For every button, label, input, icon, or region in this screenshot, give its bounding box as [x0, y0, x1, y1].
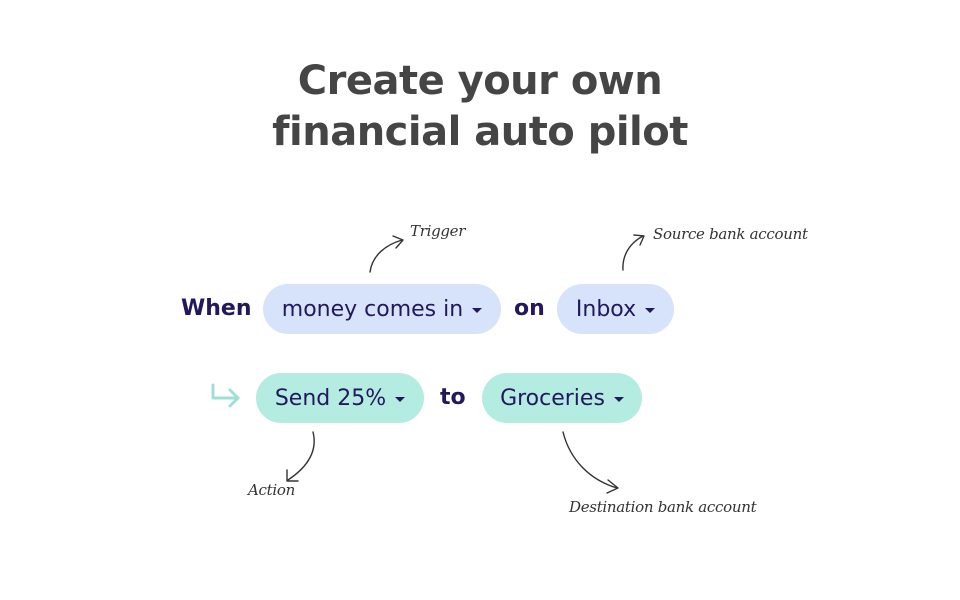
- headline-line-1: Create your own: [297, 58, 663, 104]
- action-dropdown[interactable]: Send 25%: [256, 373, 424, 423]
- chevron-down-icon: [645, 307, 656, 313]
- to-label: to: [440, 385, 466, 410]
- page-title: Create your own financial auto pilot: [0, 56, 960, 158]
- source-annotation: Source bank account: [653, 225, 808, 243]
- source-account-dropdown[interactable]: Inbox: [557, 284, 674, 334]
- chevron-down-icon: [613, 396, 624, 402]
- return-arrow-icon: [211, 383, 240, 408]
- chevron-down-icon: [472, 307, 483, 313]
- trigger-dropdown[interactable]: money comes in: [263, 284, 501, 334]
- destination-account-value: Groceries: [500, 385, 605, 411]
- action-annotation: Action: [248, 481, 295, 499]
- trigger-arrow-icon: [369, 235, 404, 273]
- chevron-down-icon: [395, 396, 406, 402]
- destination-annotation: Destination bank account: [569, 498, 757, 516]
- source-account-value: Inbox: [575, 296, 637, 322]
- destination-account-dropdown[interactable]: Groceries: [482, 373, 642, 423]
- on-label: on: [514, 296, 545, 321]
- trigger-annotation: Trigger: [410, 222, 466, 240]
- action-arrow-icon: [286, 431, 315, 482]
- when-label: When: [181, 296, 252, 321]
- destination-arrow-icon: [562, 431, 619, 494]
- source-arrow-icon: [622, 234, 645, 271]
- action-dropdown-value: Send 25%: [274, 385, 387, 411]
- trigger-dropdown-value: money comes in: [281, 296, 464, 322]
- headline-line-2: financial auto pilot: [272, 109, 688, 155]
